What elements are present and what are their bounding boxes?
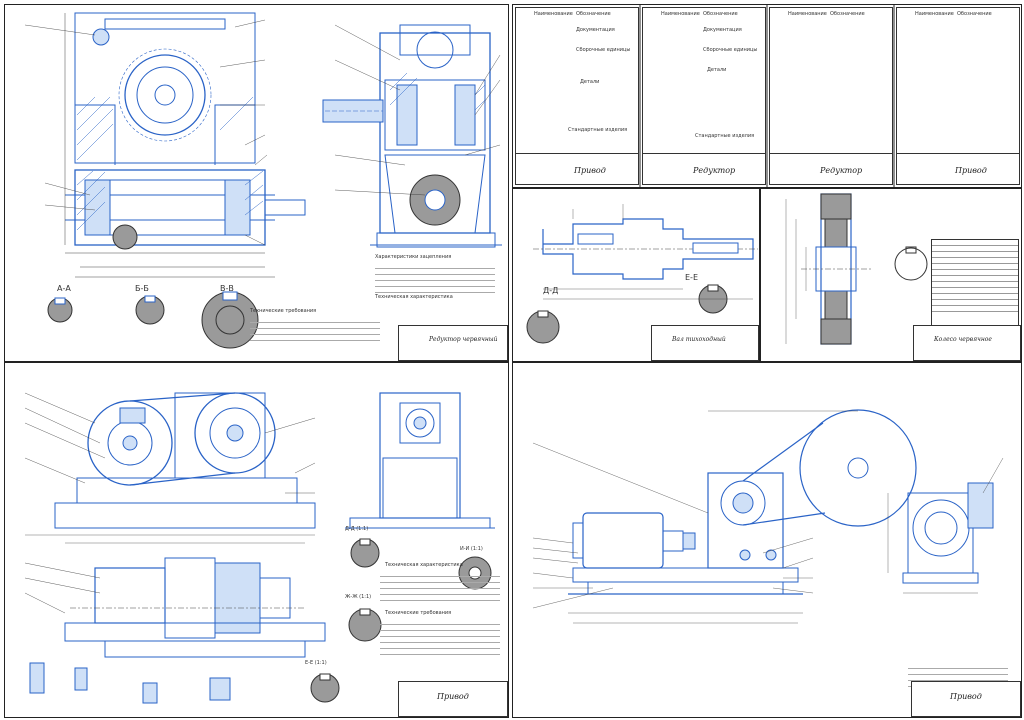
- section-ii-label: И-И (1:1): [460, 546, 483, 552]
- title-block: Редуктор червячный: [398, 325, 508, 361]
- spec-table-reducer-1: Наименование Обозначение Документация Сб…: [642, 7, 766, 185]
- housing-front: [74, 12, 256, 164]
- spec-section-details: Детали: [707, 67, 727, 73]
- title-block: Вал тихоходный: [651, 325, 759, 361]
- section-aa-label: А-А: [57, 284, 71, 293]
- gear-characteristics-title: Характеристики зацепления: [375, 254, 452, 260]
- title-block-name: Редуктор червячный: [429, 336, 498, 343]
- sheet-reducer-assembly: А-А Б-Б В-В Характеристики зацепления Те…: [4, 4, 509, 362]
- tech-req-title: Технические требования: [250, 308, 317, 314]
- spec-col-name: Наименование: [661, 11, 700, 17]
- tech-char-title: Техническая характеристика: [375, 294, 453, 300]
- title-block-name: Привод: [950, 692, 982, 701]
- spec-table-drive-1: Наименование Обозначение Документация Сб…: [515, 7, 639, 185]
- section-dd-label: Д-Д: [543, 286, 559, 295]
- title-block: Колесо червячное: [913, 325, 1021, 361]
- gear-characteristics-lines: [375, 263, 495, 293]
- section-ee-label: Е-Е: [685, 273, 698, 282]
- title-block-name: Вал тихоходный: [672, 336, 726, 343]
- spec-section-standard: Стандартные изделия: [568, 127, 628, 133]
- sheet-specifications: Наименование Обозначение Документация Сб…: [512, 4, 1022, 188]
- spec-section-assembly: Сборочные единицы: [703, 47, 758, 53]
- section-dd-label: Д-Д (1:1): [345, 526, 369, 532]
- section-vv-label: В-В: [220, 284, 234, 293]
- worm-wheel-circle: [124, 54, 206, 136]
- spec-col-designation: Обозначение: [703, 11, 738, 17]
- spec-col-name: Наименование: [915, 11, 954, 17]
- spec-title-drive: Привод: [955, 166, 987, 175]
- spec-section-assembly: Сборочные единицы: [576, 47, 631, 53]
- tech-req-lines: [380, 619, 500, 655]
- title-block-name: Привод: [437, 692, 469, 701]
- tech-char-title: Техническая характеристика: [385, 562, 463, 568]
- section-ee-label: Е-Е (1:1): [305, 660, 327, 666]
- spec-col-designation: Обозначение: [957, 11, 992, 17]
- sheet-shaft: Д-Д Е-Е Вал тихоходный: [512, 188, 760, 362]
- title-block-name: Колесо червячное: [934, 336, 992, 343]
- spec-table-drive-2: Наименование Обозначение Привод: [896, 7, 1020, 185]
- spec-col-name: Наименование: [788, 11, 827, 17]
- spec-section-standard: Стандартные изделия: [695, 133, 755, 139]
- spec-table-reducer-2: Наименование Обозначение Редуктор: [769, 7, 893, 185]
- spec-section-docs: Документация: [703, 27, 742, 33]
- tech-req-lines: [250, 317, 380, 341]
- sheet-worm-wheel: Колесо червячное: [760, 188, 1022, 362]
- spec-title-reducer: Редуктор: [693, 166, 736, 175]
- section-bb-label: Б-Б: [135, 284, 149, 293]
- spec-title-reducer: Редуктор: [820, 166, 863, 175]
- title-block: Привод: [911, 681, 1021, 717]
- spec-section-details: Детали: [580, 79, 600, 85]
- title-block: Привод: [398, 681, 508, 717]
- spec-col-designation: Обозначение: [576, 11, 611, 17]
- spec-col-name: Наименование: [534, 11, 573, 17]
- tech-char-lines: [380, 571, 500, 601]
- spec-col-designation: Обозначение: [830, 11, 865, 17]
- tech-req-title: Технические требования: [385, 610, 452, 616]
- reducer-drawing: [24, 12, 502, 349]
- spec-section-docs: Документация: [576, 27, 615, 33]
- sheet-drive-assembly: Д-Д (1:1) И-И (1:1) Ж-Ж (1:1) Е-Е (1:1) …: [4, 362, 509, 718]
- section-zhzh-label: Ж-Ж (1:1): [345, 594, 372, 600]
- spec-title-drive: Привод: [574, 166, 606, 175]
- wheel-params-table: [931, 239, 1019, 331]
- sheet-general-view: Привод: [512, 362, 1022, 718]
